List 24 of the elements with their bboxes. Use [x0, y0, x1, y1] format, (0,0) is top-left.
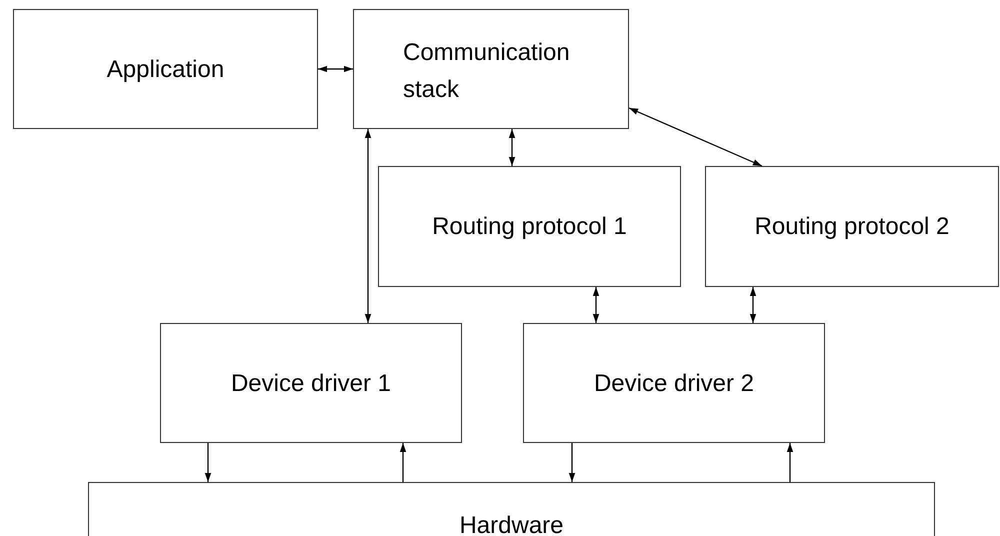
process-box — [523, 323, 825, 443]
box-label: Routing protocol 2 — [754, 212, 950, 242]
arrow — [750, 287, 756, 323]
arrow — [592, 287, 600, 323]
arrow — [628, 107, 762, 167]
process-box — [88, 482, 935, 536]
arrow — [400, 443, 406, 482]
process-box — [353, 9, 629, 129]
box-label: Application — [106, 54, 224, 84]
arrow — [204, 443, 212, 482]
arrow — [318, 66, 353, 72]
process-box — [705, 166, 999, 287]
box-label: Device driver 1 — [230, 368, 392, 398]
arrow — [508, 129, 516, 166]
box-label: Routing protocol 1 — [432, 212, 627, 242]
box-label: Communication stack — [403, 38, 570, 105]
arrow — [364, 129, 372, 323]
box-label: Hardware — [459, 511, 564, 536]
process-box — [13, 9, 318, 129]
arrow — [786, 443, 794, 482]
box-label: Device driver 2 — [594, 368, 754, 398]
process-box — [160, 323, 462, 443]
process-box — [378, 166, 681, 287]
arrow — [568, 443, 576, 482]
